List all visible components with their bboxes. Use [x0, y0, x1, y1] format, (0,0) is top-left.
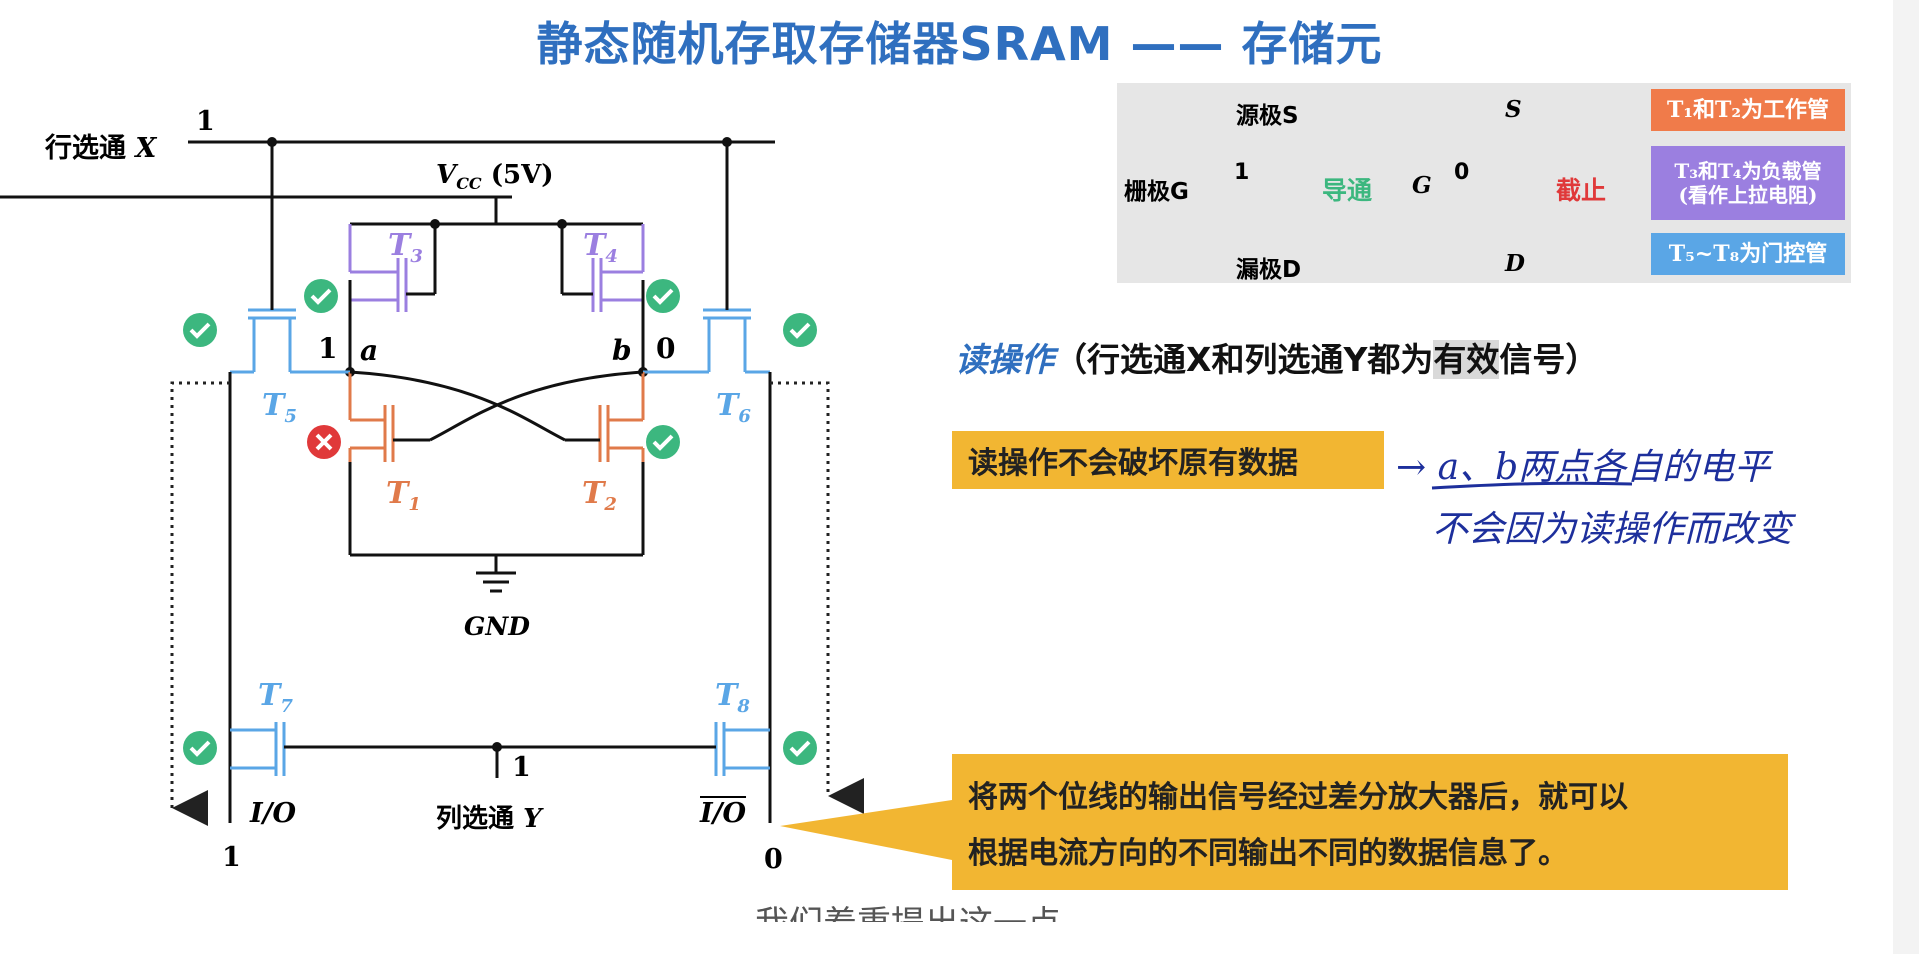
tag-work-transistors: T₁和T₂为工作管 — [1651, 89, 1845, 131]
current-arrow-left — [170, 381, 230, 826]
io-right-label: I/O — [700, 798, 747, 829]
check-icon — [646, 279, 680, 313]
check-icon — [783, 731, 817, 765]
node-a-value: 1 — [318, 332, 338, 365]
legend-off-text: 截止 — [1556, 176, 1607, 205]
legend-gate-label: 栅极G — [1124, 179, 1189, 205]
t1-label: T1 — [386, 476, 421, 515]
legend-g-label: G — [1412, 172, 1432, 199]
gnd-symbol — [476, 571, 516, 593]
node-a-label: a — [360, 334, 379, 367]
legend-on-text: 导通 — [1322, 176, 1373, 205]
current-arrow-right — [770, 381, 864, 814]
t3-label: T3 — [388, 228, 423, 267]
gnd-label: GND — [464, 612, 530, 641]
legend-gate-on-value: 1 — [1234, 160, 1250, 185]
transistor-t2 — [598, 372, 645, 462]
vcc-label: VCC (5V) — [436, 160, 554, 194]
tag-load-transistors: T₃和T₄为负载管(看作上拉电阻) — [1651, 146, 1845, 220]
t8-label: T8 — [715, 678, 750, 717]
transistor-t7 — [230, 722, 286, 776]
io-right-value: 0 — [764, 844, 783, 875]
check-icon — [183, 313, 217, 347]
page-title: 静态随机存取存储器SRAM —— 存储元 — [536, 17, 1383, 71]
check-icon — [646, 425, 680, 459]
t2-label: T2 — [582, 476, 617, 515]
cross-coupling — [429, 370, 644, 442]
transistor-t1 — [348, 372, 395, 462]
handwriting-line-1: → a、b两点各自的电平 — [1396, 447, 1771, 488]
legend-source-label: 源极S — [1236, 103, 1299, 129]
node-b-value: 0 — [656, 332, 676, 365]
check-icon — [304, 279, 338, 313]
video-subtitle: 我们着重提出这一点 — [755, 896, 1061, 922]
transistor-t5 — [230, 308, 350, 374]
legend-d-label: D — [1505, 250, 1525, 277]
io-left-value: 1 — [222, 842, 241, 873]
node-b-label: b — [612, 334, 632, 367]
col-select-value: 1 — [512, 752, 531, 783]
scrollbar[interactable] — [1893, 0, 1919, 954]
legend-gate-off-value: 0 — [1454, 160, 1470, 185]
check-icon — [183, 731, 217, 765]
t5-label: T5 — [262, 388, 297, 427]
transistor-t8 — [714, 722, 770, 776]
close-icon — [307, 425, 341, 459]
t4-label: T4 — [583, 228, 618, 267]
io-left-label: I/O — [250, 798, 297, 829]
read-operation-heading: 读操作（行选通X和列选通Y都为有效信号） — [955, 340, 1599, 379]
legend-s-label: S — [1505, 96, 1522, 123]
col-select-label: 列选通 Y — [436, 804, 542, 834]
output-explanation-box: 将两个位线的输出信号经过差分放大器后，就可以 根据电流方向的不同输出不同的数据信… — [952, 754, 1788, 890]
read-note-box: 读操作不会破坏原有数据 — [952, 431, 1384, 489]
handwriting-line-2: 不会因为读操作而改变 — [1432, 509, 1793, 550]
row-select-value: 1 — [196, 106, 215, 137]
callout-pointer — [780, 800, 952, 860]
t6-label: T6 — [716, 388, 751, 427]
t7-label: T7 — [258, 678, 293, 717]
transistor-t6 — [643, 308, 770, 374]
legend-drain-label: 漏极D — [1236, 257, 1302, 283]
handwritten-underline — [1431, 481, 1633, 490]
tag-gate-transistors: T₅~T₈为门控管 — [1651, 233, 1845, 275]
row-select-label: 行选通 X — [45, 133, 157, 164]
cross-coupling — [349, 370, 566, 442]
check-icon — [783, 313, 817, 347]
